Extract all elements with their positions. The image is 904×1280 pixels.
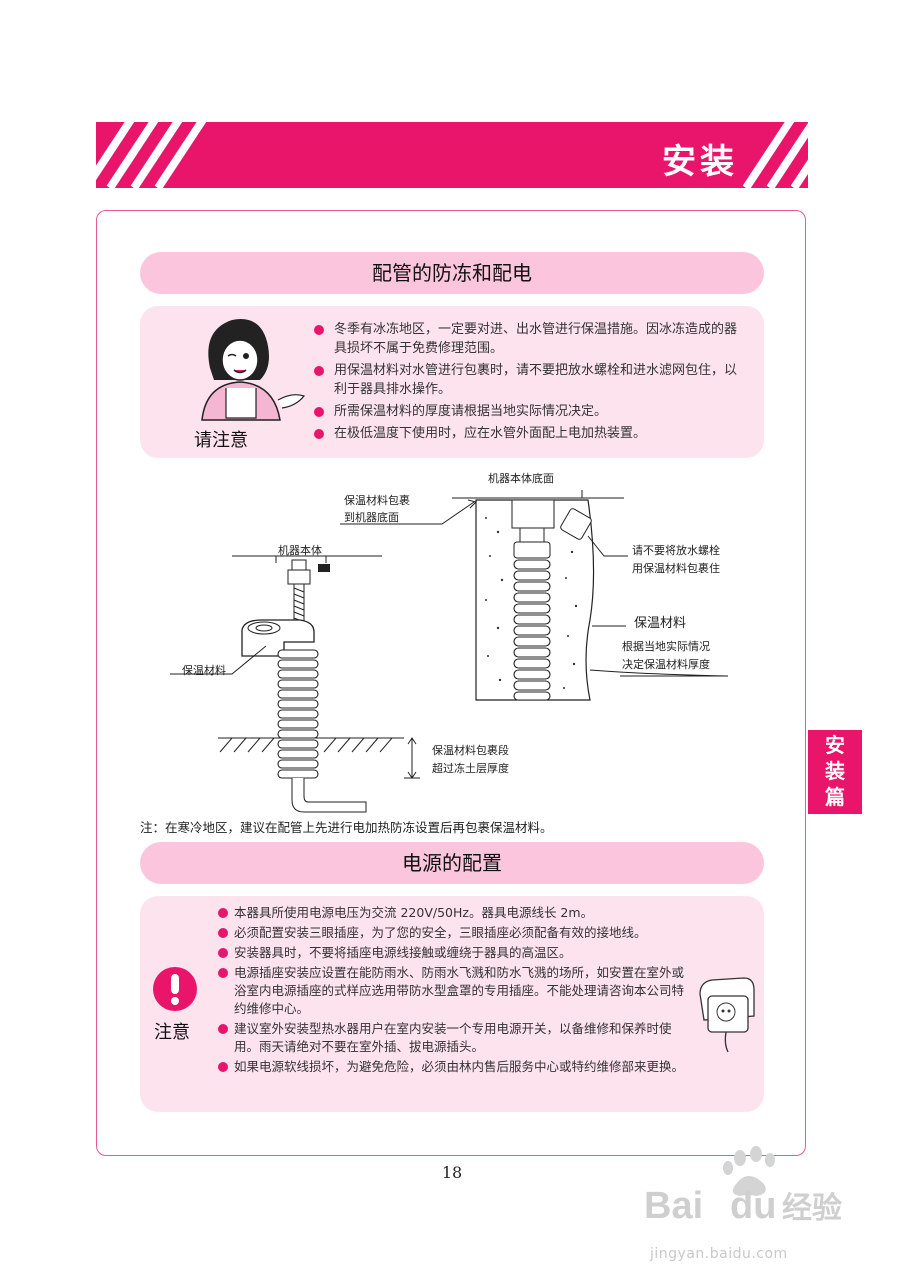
label-frozen-soil: 超过冻土层厚度 bbox=[432, 762, 509, 775]
list-item: 建议室外安装型热水器用户在室内安装一个专用电源开关，以备维修和保养时使用。雨天请… bbox=[218, 1020, 688, 1056]
section-title-antifreeze: 配管的防冻和配电 bbox=[140, 252, 764, 294]
section-side-tab: 安 装 篇 bbox=[808, 730, 862, 814]
content-frame bbox=[96, 210, 806, 1156]
caution-caption: 请注意 bbox=[194, 430, 248, 451]
label-machine-body: 机器本体 bbox=[278, 544, 322, 557]
side-tab-char: 安 bbox=[825, 733, 845, 757]
power-bullet-list: 本器具所使用电源电压为交流 220V/50Hz。器具电源线长 2m。 必须配置安… bbox=[218, 904, 688, 1078]
label-insulation-left: 保温材料 bbox=[182, 664, 226, 677]
list-item: 冬季有冰冻地区，一定要对进、出水管进行保温措施。因冰冻造成的器具损坏不属于免费修… bbox=[310, 320, 740, 358]
list-item: 在极低温度下使用时，应在水管外面配上电加热装置。 bbox=[310, 424, 740, 443]
header-stripes bbox=[96, 122, 808, 188]
caution-panel: 请注意 冬季有冰冻地区，一定要对进、出水管进行保温措施。因冰冻造成的器具损坏不属… bbox=[140, 306, 764, 458]
label-thickness-1: 根据当地实际情况 bbox=[622, 640, 710, 653]
page-number: 18 bbox=[441, 1163, 463, 1182]
woman-illustration bbox=[201, 319, 306, 421]
label-machine-bottom: 机器本体底面 bbox=[488, 472, 554, 485]
list-item: 电源插座安装应设置在能防雨水、防雨水飞溅和防水飞溅的场所，如安置在室外或浴室内电… bbox=[218, 964, 688, 1018]
list-item: 用保温材料对水管进行包裹时，请不要把放水螺栓和进水滤网包住，以利于器具排水操作。 bbox=[310, 361, 740, 399]
label-drain-bolt-2: 用保温材料包裹住 bbox=[632, 562, 720, 575]
baidu-watermark-logo: Bai du 经验 bbox=[644, 1146, 842, 1227]
exclamation-icon bbox=[153, 967, 197, 1011]
label-drain-bolt-1: 请不要将放水螺栓 bbox=[632, 544, 720, 557]
pipe-insulation-diagram bbox=[170, 490, 729, 813]
list-item: 所需保温材料的厚度请根据当地实际情况决定。 bbox=[310, 402, 740, 421]
side-tab-char: 篇 bbox=[825, 785, 845, 809]
waterproof-socket-icon bbox=[699, 977, 755, 1053]
list-item: 本器具所使用电源电压为交流 220V/50Hz。器具电源线长 2m。 bbox=[218, 904, 688, 922]
label-wrap-to-bottom-2: 到机器底面 bbox=[344, 511, 399, 524]
list-item: 安装器具时，不要将插座电源线接触或缠绕于器具的高温区。 bbox=[218, 944, 688, 962]
header-banner: 安装 bbox=[96, 122, 808, 188]
section-title-power: 电源的配置 bbox=[140, 842, 764, 884]
label-wrap-to-bottom-1: 保温材料包裹 bbox=[344, 494, 410, 507]
side-tab-char: 装 bbox=[825, 759, 845, 783]
diagram-note: 注：在寒冷地区，建议在配管上先进行电加热防冻设置后再包裹保温材料。 bbox=[140, 820, 553, 835]
list-item: 必须配置安装三眼插座，为了您的安全，三眼插座必须配备有效的接地线。 bbox=[218, 924, 688, 942]
label-insulation-right: 保温材料 bbox=[634, 616, 687, 631]
label-thickness-2: 决定保温材料厚度 bbox=[622, 658, 710, 671]
label-wrap-section: 保温材料包裹段 bbox=[432, 744, 509, 757]
watermark-brand-2: du bbox=[730, 1185, 776, 1227]
watermark-brand-cn: 经验 bbox=[782, 1191, 842, 1226]
antifreeze-bullet-list: 冬季有冰冻地区，一定要对进、出水管进行保温措施。因冰冻造成的器具损坏不属于免费修… bbox=[310, 320, 740, 446]
notice-caption: 注意 bbox=[154, 1022, 190, 1043]
watermark-brand: Bai bbox=[644, 1185, 703, 1227]
list-item: 如果电源软线损坏，为避免危险，必须由林内售后服务中心或特约维修部来更换。 bbox=[218, 1058, 688, 1076]
page-title: 安装 bbox=[662, 142, 738, 182]
watermark-url: jingyan.baidu.com bbox=[650, 1246, 788, 1262]
power-notice-panel: 注意 本器具所使用电源电压为交流 220V/50Hz。器具电源线长 2m。 必须… bbox=[140, 896, 764, 1112]
